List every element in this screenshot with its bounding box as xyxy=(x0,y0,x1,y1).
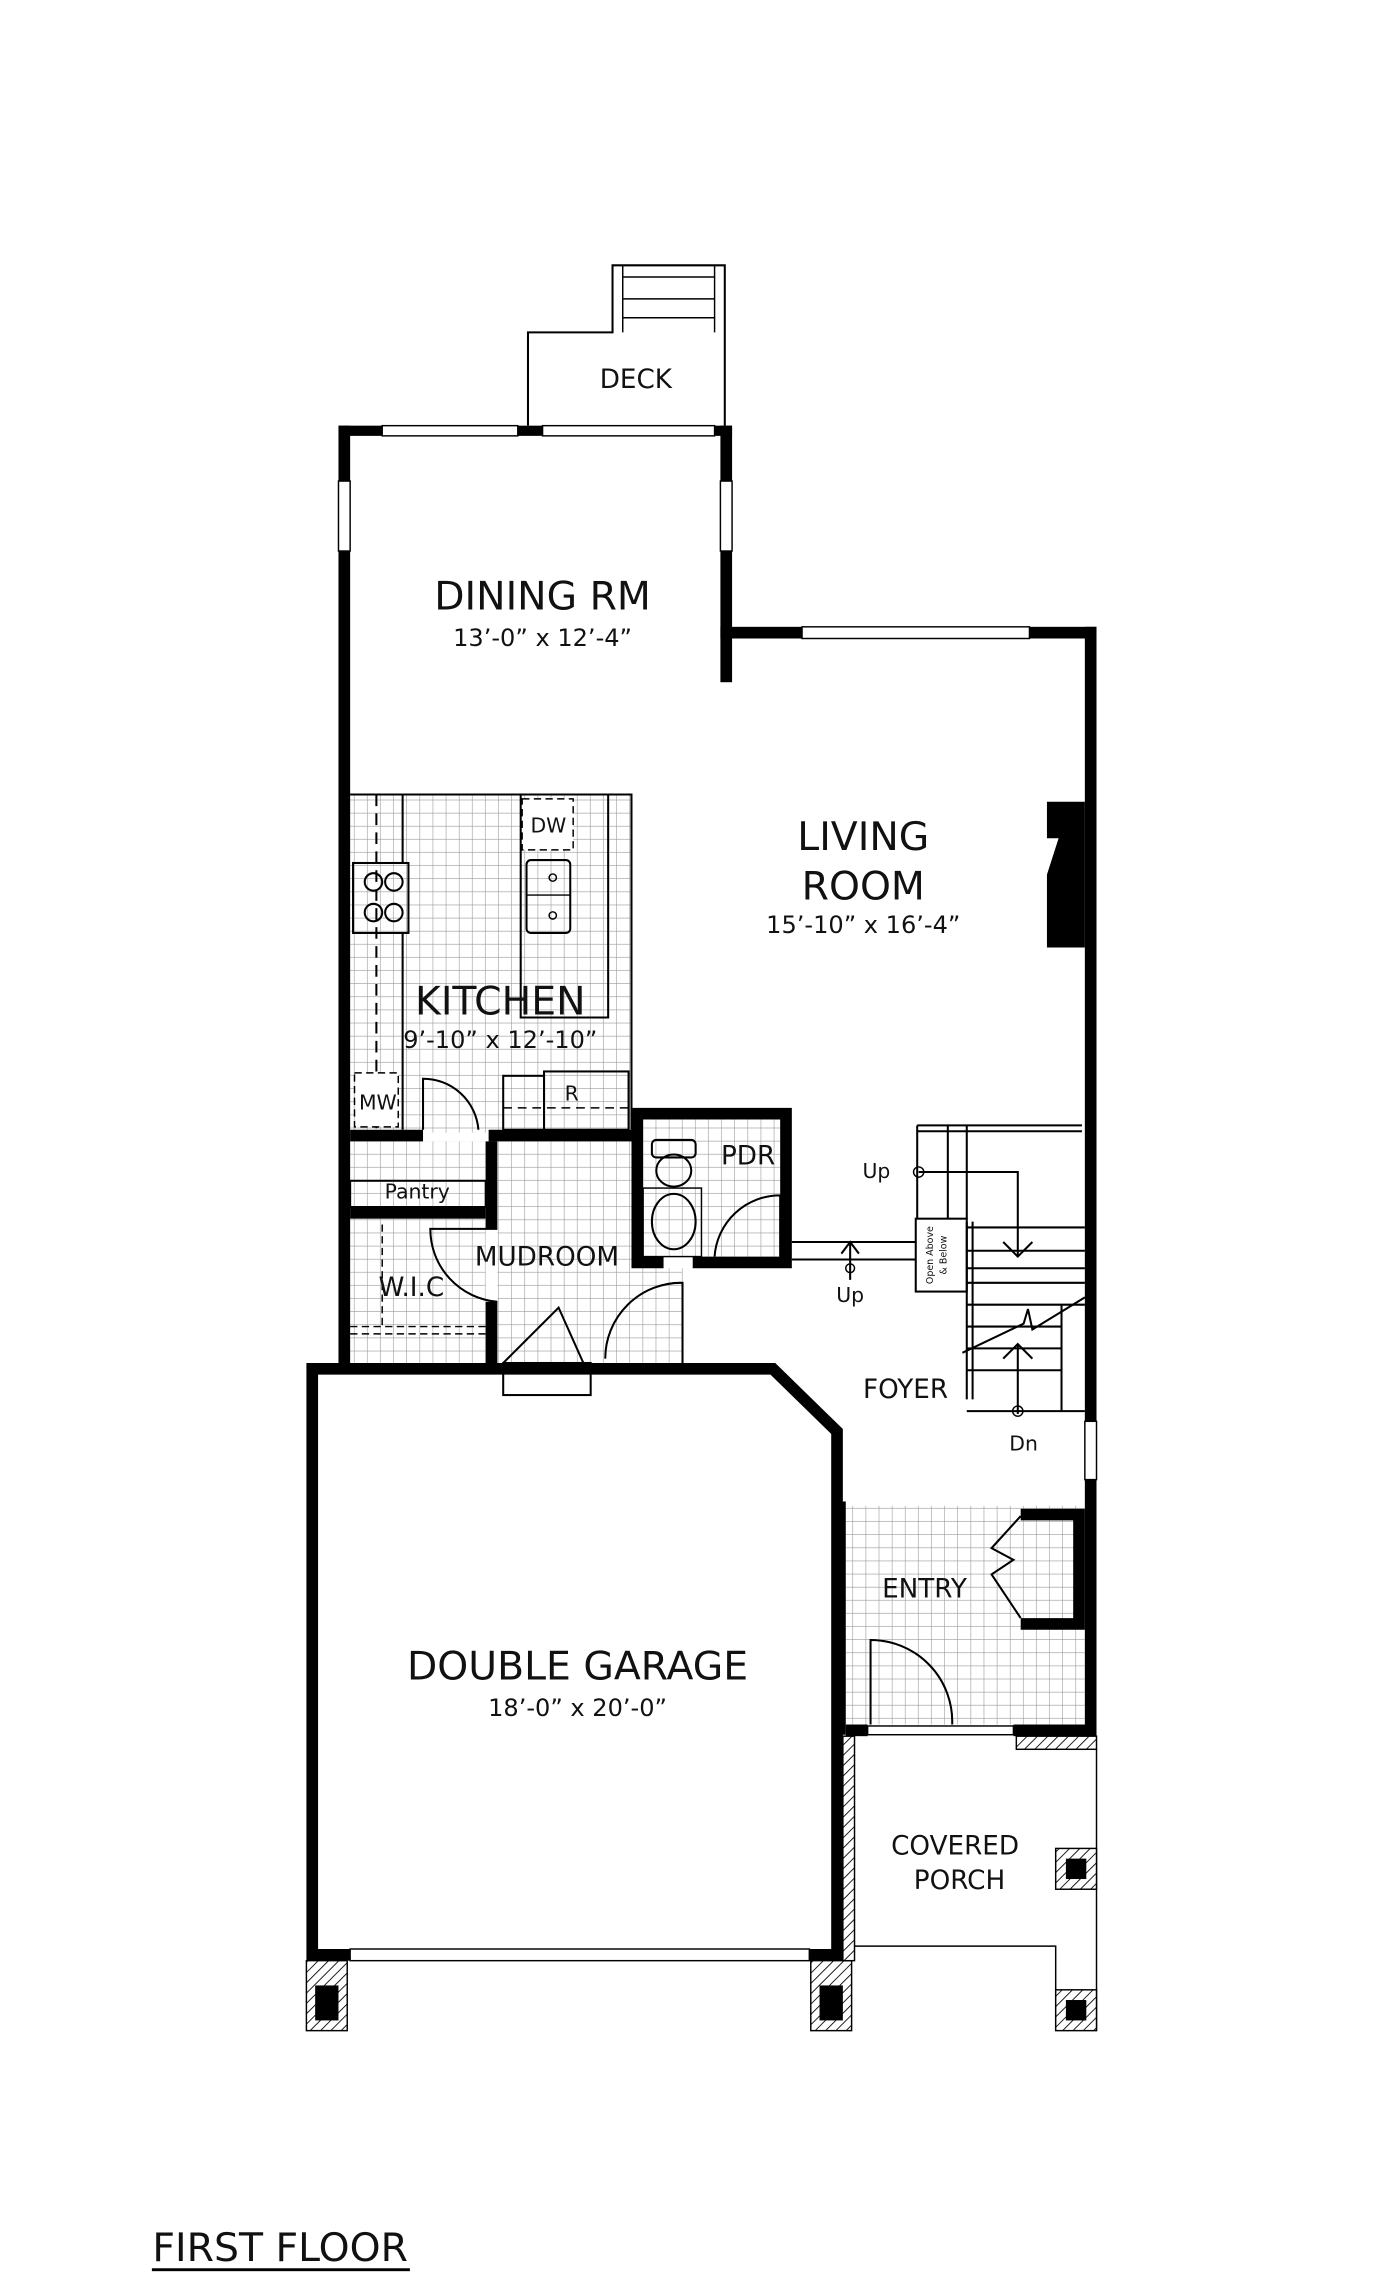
wic-label: W.I.C xyxy=(379,1273,445,1303)
entry-label: ENTRY xyxy=(882,1575,968,1605)
stairs-up-label-lower: Up xyxy=(836,1283,864,1307)
kitchen-label: KITCHEN xyxy=(415,979,585,1025)
dining-room-label: DINING RM xyxy=(434,573,651,619)
room-labels: DINING RM 13’-0” x 12’-4” LIVING ROOM 15… xyxy=(379,573,968,1604)
stairs-down-label: Dn xyxy=(1009,1431,1038,1455)
living-room-label-line2: ROOM xyxy=(802,863,925,909)
open-above-below-line1: Open Above xyxy=(925,1226,936,1284)
microwave-label: MW xyxy=(359,1090,397,1114)
covered-porch: COVERED PORCH xyxy=(842,1735,1098,2032)
deck-label: DECK xyxy=(600,365,673,395)
garage: DOUBLE GARAGE 18’-0” x 20’-0” xyxy=(305,1362,853,2032)
floor-title-text: FIRST FLOOR xyxy=(152,2225,408,2271)
kitchen-fixtures: DW MW R xyxy=(350,793,633,1131)
tile-floors xyxy=(350,794,1085,1725)
toilet-icon xyxy=(650,1138,697,1188)
garage-size: 18’-0” x 20’-0” xyxy=(488,1694,667,1722)
windows xyxy=(337,424,1098,1736)
stairs-up-label-upper: Up xyxy=(862,1159,890,1183)
living-room-size: 15’-10” x 16’-4” xyxy=(766,911,960,939)
kitchen-size: 9’-10” x 12’-10” xyxy=(403,1026,597,1054)
deck: DECK xyxy=(526,264,726,426)
pantry-label: Pantry xyxy=(385,1179,450,1203)
mudroom-label: MUDROOM xyxy=(475,1242,619,1272)
porch-label-line2: PORCH xyxy=(914,1866,1005,1896)
stove-icon xyxy=(352,861,410,934)
vanity-sink-icon xyxy=(642,1187,703,1258)
floor-title: FIRST FLOOR xyxy=(151,2225,410,2272)
garage-label: DOUBLE GARAGE xyxy=(407,1643,748,1689)
living-room-label-line1: LIVING xyxy=(797,814,929,860)
powder-room-fixtures xyxy=(642,1138,703,1258)
open-above-below-line2: & Below xyxy=(938,1235,949,1274)
refrigerator-label: R xyxy=(565,1082,579,1106)
sink-icon xyxy=(525,859,572,934)
pdr-label: PDR xyxy=(721,1142,775,1172)
dining-room-size: 13’-0” x 12’-4” xyxy=(453,624,632,652)
foyer-label: FOYER xyxy=(863,1375,948,1405)
doors xyxy=(349,1179,1022,1725)
dishwasher-label: DW xyxy=(530,813,566,837)
staircase: Open Above & Below Up Up Dn xyxy=(791,1124,1086,1455)
porch-label-line1: COVERED xyxy=(891,1831,1019,1861)
